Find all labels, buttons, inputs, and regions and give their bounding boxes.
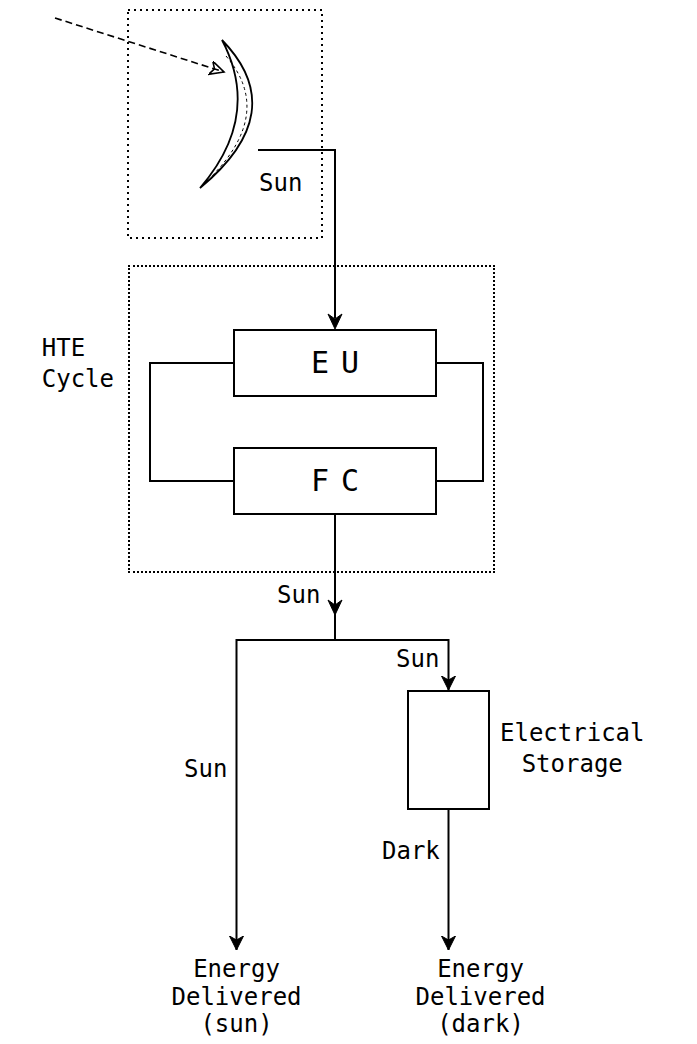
cycle-region: EUFCHTE Cycle [128, 265, 495, 573]
flow-label: Sun [258, 170, 303, 198]
feed-arrow-head [328, 314, 342, 329]
connector [335, 515, 449, 690]
flow-label: Sun [276, 582, 321, 610]
process-box: EU [233, 329, 437, 397]
node-text: Energy Delivered (sun) [171, 956, 301, 1039]
node-text: Electrical Storage [500, 718, 645, 780]
storage-box: Electrical Storage [407, 690, 490, 810]
node-text: Energy Delivered (dark) [415, 956, 545, 1039]
output-node: Energy Delivered (sun) [168, 950, 305, 1039]
node-text: HTE Cycle [42, 333, 114, 395]
node-text: EU [299, 346, 371, 381]
dish-collector [200, 40, 252, 188]
connector [150, 363, 233, 481]
connector [448, 810, 450, 950]
output-node: Energy Delivered (dark) [412, 950, 549, 1039]
connector [437, 363, 483, 481]
dish-hatching [212, 56, 247, 176]
process-box: FC [233, 447, 437, 515]
node-text: FC [299, 464, 371, 499]
collector-feed-line [258, 150, 335, 318]
sunlight-ray [55, 18, 224, 72]
edge-label: Dark [381, 838, 441, 866]
connector [237, 515, 336, 950]
collector-region [128, 10, 322, 238]
edge-label: Sun [183, 756, 228, 784]
edge-label: Sun [395, 646, 440, 674]
